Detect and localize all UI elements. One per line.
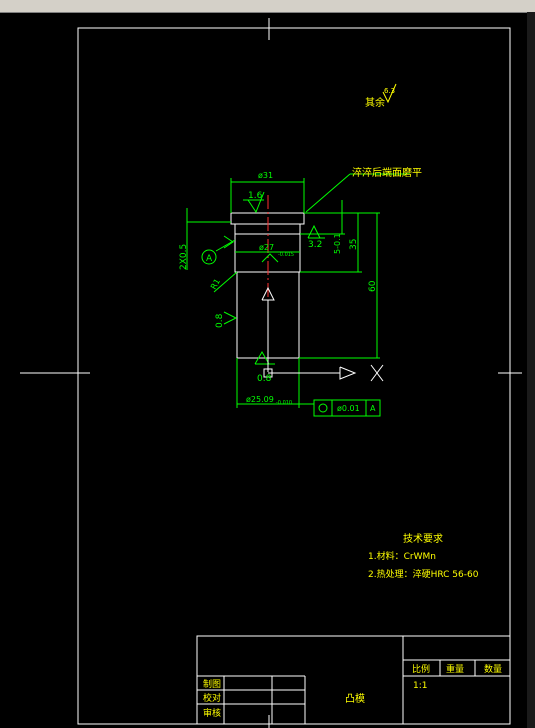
dim-inner-diameter: ø27 xyxy=(259,243,274,252)
vertical-scrollbar[interactable] xyxy=(527,12,535,728)
dim-bottom-diameter: ø25.09 xyxy=(246,395,274,404)
note-after-quench: 淬淬后端面磨平 xyxy=(352,166,422,179)
title-drawn-label: 制图 xyxy=(203,678,221,690)
datum-a: A xyxy=(206,254,213,264)
window-title-bar xyxy=(0,0,535,13)
dim-top-roughness: 1.6 xyxy=(248,191,263,201)
title-scale-label: 比例 xyxy=(412,663,430,675)
surface-note-symbol xyxy=(382,83,397,104)
title-weight-label: 重量 xyxy=(446,663,464,675)
ucs-icon xyxy=(261,286,384,382)
title-part-name: 凸模 xyxy=(345,693,365,705)
dim-height-60: 60 xyxy=(368,280,378,292)
surface-note-value: 6.3 xyxy=(384,87,395,95)
surface-note: 其余 xyxy=(365,96,385,109)
tech-req-line2: 2.热处理：淬硬HRC 56-60 xyxy=(368,568,479,580)
dim-inner-tol: -0.015 xyxy=(278,252,294,258)
dim-inner-roughness: 3.2 xyxy=(308,240,322,250)
dim-height-5: 5-0.1 xyxy=(333,233,342,254)
dim-r1: R1 xyxy=(209,277,222,291)
tech-req-line1: 1.材料：CrWMn xyxy=(368,550,436,562)
title-block xyxy=(196,635,511,725)
dimension-lines xyxy=(186,173,410,417)
title-checked-label: 校对 xyxy=(203,692,221,704)
tolerance-value: ø0.01 xyxy=(337,404,360,413)
title-scale-value: 1:1 xyxy=(413,681,427,691)
dim-bottom-roughness: 0.8 xyxy=(257,374,272,384)
cad-canvas[interactable]: 其余 6.3 淬淬后端面磨平 ø31 1.6 2X0.5 A ø27 -0.01… xyxy=(0,12,527,728)
dim-chamfer: 2X0.5 xyxy=(179,244,189,270)
dim-height-35: 35 xyxy=(349,239,359,250)
dim-top-diameter: ø31 xyxy=(258,171,273,180)
title-quantity-label: 数量 xyxy=(484,663,502,675)
title-reviewed-label: 审核 xyxy=(203,707,221,719)
dim-left-roughness: 0.8 xyxy=(215,313,225,328)
dim-bottom-tol: -0.010 xyxy=(276,400,292,406)
tolerance-datum: A xyxy=(370,404,376,413)
tech-req-title: 技术要求 xyxy=(403,532,443,545)
